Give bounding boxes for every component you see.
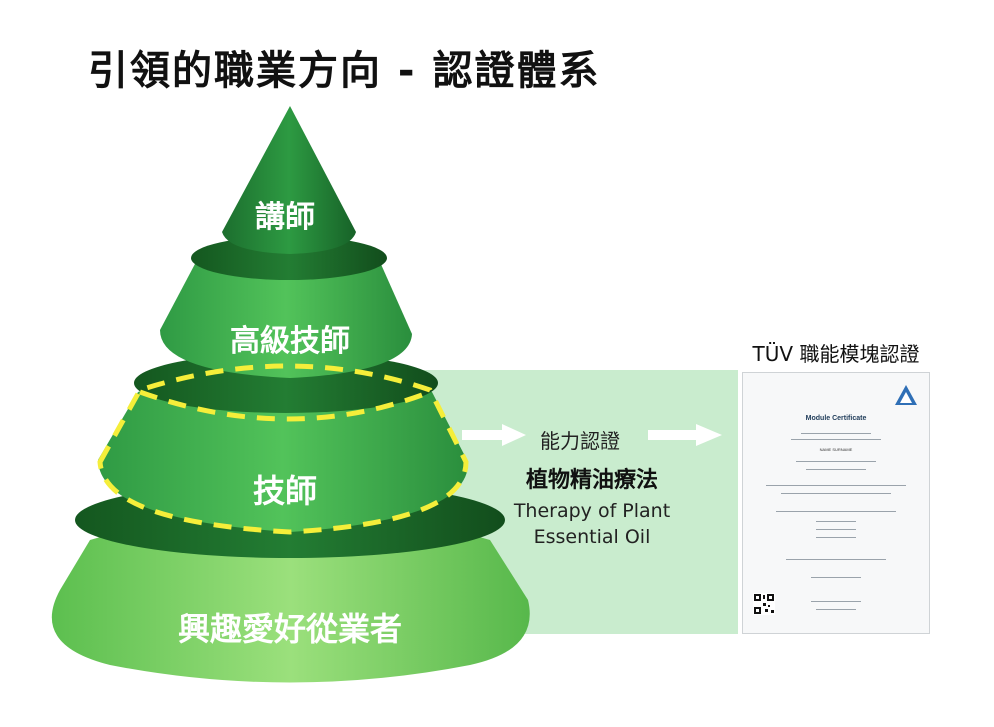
page-title: 引領的職業方向 - 認證體系 bbox=[88, 48, 601, 94]
certificate-text-line bbox=[816, 537, 856, 538]
tier-senior-top-band bbox=[191, 236, 387, 280]
ability-certification-label: 能力認證 bbox=[540, 429, 620, 453]
tier-lecturer-shape bbox=[222, 106, 356, 254]
tier-technician-shape bbox=[98, 366, 469, 532]
certificate-name: NAME SURNAME bbox=[819, 447, 853, 452]
tier-label-senior-technician: 高級技師 bbox=[230, 324, 350, 359]
certificate-text-line bbox=[816, 529, 856, 530]
certificate-text-line bbox=[766, 485, 906, 486]
course-title-zh: 植物精油療法 bbox=[525, 468, 658, 493]
certificate-text-line bbox=[816, 609, 856, 610]
tier-label-technician: 技師 bbox=[252, 472, 317, 510]
course-title-en: Therapy of Plant Essential Oil bbox=[513, 500, 671, 548]
certificate-text-line bbox=[811, 577, 861, 578]
certificate-text-line bbox=[801, 433, 871, 434]
technician-highlight-outline bbox=[97, 363, 469, 535]
certificate-text-line bbox=[811, 601, 861, 602]
certificate-text-line bbox=[776, 511, 896, 512]
certificate-heading: TÜV 職能模塊認證 bbox=[752, 342, 920, 366]
tier-base-shape bbox=[51, 510, 530, 683]
tuv-logo-icon bbox=[895, 385, 917, 405]
certificate-title: Module Certificate bbox=[805, 415, 867, 422]
certificate-text-line bbox=[796, 461, 876, 462]
certificate-text-line bbox=[781, 493, 891, 494]
tier-senior-shape bbox=[160, 246, 412, 378]
qr-code-icon bbox=[753, 593, 775, 615]
certificate-text-line bbox=[786, 559, 886, 560]
tier-label-lecturer: 講師 bbox=[255, 200, 315, 235]
certificate-text-line bbox=[806, 469, 866, 470]
certificate-image: Module Certificate NAME SURNAME bbox=[742, 372, 930, 634]
tier-label-hobbyist: 興趣愛好從業者 bbox=[177, 610, 402, 648]
certificate-text-line bbox=[816, 521, 856, 522]
arrow-to-ability bbox=[462, 424, 526, 446]
certificate-text-line bbox=[791, 439, 881, 440]
technician-highlight-inner bbox=[139, 389, 431, 422]
arrow-to-certificate bbox=[648, 424, 722, 446]
